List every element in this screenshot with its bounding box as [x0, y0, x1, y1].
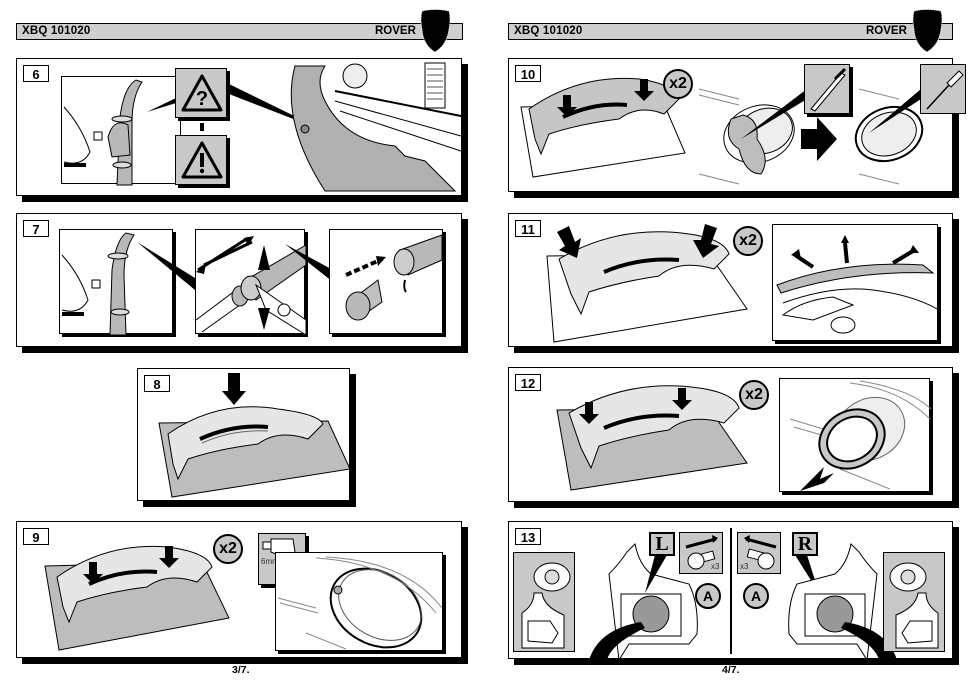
callout-pointer: [869, 89, 921, 133]
step-10-panel: 10 x2: [508, 58, 966, 192]
document-code: XBQ 101020: [514, 25, 583, 37]
page-header: XBQ 101020 ROVER: [508, 23, 953, 40]
warning-exclamation-icon: [181, 141, 223, 179]
step-number: 8: [144, 375, 170, 392]
left-page: XBQ 101020 ROVER 6 ?: [16, 9, 463, 676]
callout-pointer: [645, 555, 667, 593]
callout-pointer: [137, 242, 195, 290]
bezel-removal-illustration: [698, 88, 924, 185]
rover-shield-logo: [912, 9, 943, 53]
right-screw-box: x3: [737, 532, 781, 574]
page-number: 4/7.: [722, 664, 740, 676]
bezel-ring-illustration: [789, 380, 932, 491]
hose-illustration: [61, 232, 135, 336]
brand-name: ROVER: [866, 25, 907, 37]
pliers-illustration: [195, 236, 307, 336]
saw-blade-icon: [810, 67, 847, 112]
left-screw-box: x3: [679, 532, 723, 574]
warning-exclamation-box: [175, 135, 227, 185]
hose-cap-illustration: [345, 234, 443, 321]
rover-shield-logo: [420, 9, 451, 53]
foglamp-hole-inset: [275, 552, 443, 651]
step-number: 10: [515, 65, 541, 82]
step-9-panel: 9 x2 6mm: [16, 521, 462, 658]
step-number: 9: [23, 528, 49, 545]
svg-text:?: ?: [196, 88, 208, 110]
screw-count: x3: [711, 562, 720, 571]
connector-bar: [200, 123, 204, 131]
quantity-badge: x2: [739, 380, 769, 410]
bumper-on-mat-illustration: [44, 545, 230, 651]
left-foglamp-install-illustration: [589, 542, 698, 662]
right-page: XBQ 101020 ROVER 10 x2: [487, 0, 974, 680]
bumper-on-mat-illustration: [158, 373, 351, 498]
quantity-badge: x2: [213, 534, 243, 564]
callout-pointer: [741, 89, 807, 139]
hose-clamp-inset: [59, 229, 173, 336]
warning-question-box: ?: [175, 68, 227, 118]
quantity-badge: x2: [663, 69, 693, 99]
step-number: 12: [515, 374, 541, 391]
step-13-panel: 13 L x3 A: [508, 521, 953, 662]
right-foglamp-overview-box: [883, 552, 945, 652]
step-11-panel: 11 x2: [508, 213, 953, 347]
page-header: XBQ 101020 ROVER: [16, 23, 463, 40]
foglamp-bracket-illustration: [889, 562, 939, 649]
cap-inset: [329, 229, 443, 334]
step-number: 7: [23, 220, 49, 237]
callout-a-right: A: [743, 583, 769, 609]
saw-tool-box: [804, 64, 850, 114]
step-6-panel: 6 ?: [16, 58, 462, 196]
left-side-label: L: [649, 532, 675, 556]
step-number: 11: [515, 220, 541, 237]
bumper-on-mat-illustration: [520, 77, 686, 178]
step-7-panel: 7: [16, 213, 462, 347]
screw-count: x3: [740, 562, 749, 571]
page-number: 3/7.: [232, 664, 250, 676]
step-number: 6: [23, 65, 49, 82]
left-foglamp-overview-box: [513, 552, 575, 652]
screwdriver-icon: [926, 70, 964, 110]
bumper-on-mat-illustration: [556, 385, 748, 491]
foglamp-recess-illustration: [277, 556, 443, 650]
step-number: 13: [515, 528, 541, 545]
bezel-ring-inset: [779, 378, 932, 492]
right-foglamp-install-illustration: [788, 542, 897, 662]
callout-pointer: [285, 244, 333, 282]
bumper-on-mat-illustration: [546, 224, 748, 343]
warning-question-icon: ?: [181, 74, 223, 112]
foglamp-bracket-illustration: [521, 562, 571, 649]
screwdriver-tool-box: [920, 64, 966, 114]
brand-name: ROVER: [375, 25, 416, 37]
callout-a-left: A: [695, 583, 721, 609]
step-8-panel: 8: [137, 368, 351, 501]
screw-icon: [744, 535, 777, 570]
trim-strip-illustration: [776, 235, 940, 334]
radiator-bumper-illustration: [290, 62, 462, 192]
quantity-badge: x2: [733, 226, 763, 256]
hose-illustration: [63, 79, 143, 186]
screw-icon: [685, 535, 718, 570]
pliers-inset: [195, 229, 307, 336]
left-right-divider: [730, 528, 732, 654]
trim-strip-inset: [772, 224, 940, 341]
document-code: XBQ 101020: [22, 25, 91, 37]
step-12-panel: 12 x2: [508, 367, 953, 502]
hose-detail-inset: [61, 76, 181, 186]
drill-size-label: 6mm: [261, 557, 279, 566]
